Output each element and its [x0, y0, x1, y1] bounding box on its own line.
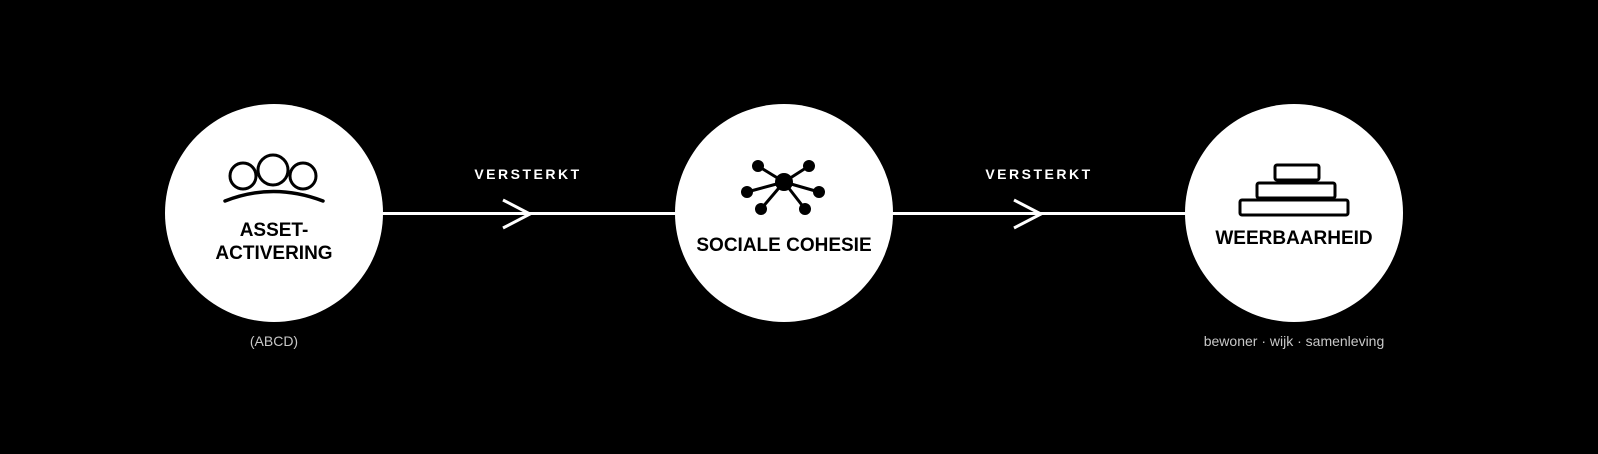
node-label: SOCIALE COHESIE — [683, 234, 885, 257]
stacked-layers-icon — [1238, 163, 1350, 217]
edge-label-1: VERSTERKT — [474, 166, 582, 182]
node-label-line: SOCIALE COHESIE — [696, 235, 872, 256]
node-label: ASSET- ACTIVERING — [173, 219, 375, 265]
node-caption-scope: bewoner · wijk · samenleving — [1203, 333, 1385, 349]
arrowhead-icon — [1013, 198, 1045, 230]
node-sociale-cohesie: SOCIALE COHESIE — [675, 104, 893, 322]
node-label: WEERBAARHEID — [1193, 227, 1395, 250]
node-label-line: WEERBAARHEID — [1215, 228, 1373, 249]
network-hub-icon — [741, 160, 825, 215]
people-group-icon — [223, 153, 325, 203]
arrowhead-icon — [502, 198, 534, 230]
node-asset-activering: ASSET- ACTIVERING — [165, 104, 383, 322]
edge-label-2: VERSTERKT — [985, 166, 1093, 182]
node-weerbaarheid: WEERBAARHEID — [1185, 104, 1403, 322]
node-label-line: ACTIVERING — [215, 243, 333, 264]
node-caption-abcd: (ABCD) — [249, 333, 299, 349]
node-label-line: ASSET- — [239, 220, 309, 241]
